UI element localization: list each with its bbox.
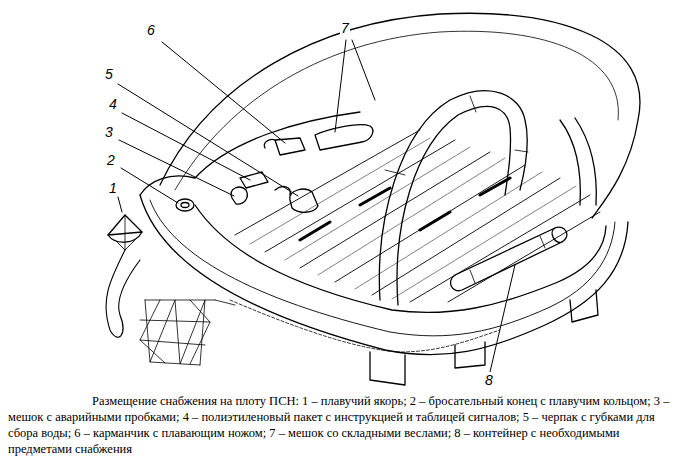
figure-caption: Размещение снабжения на плоту ПСН: 1 – п… xyxy=(8,393,682,457)
callout-number: 4 xyxy=(108,96,118,112)
callout-number: 3 xyxy=(104,124,114,140)
callout-number: 5 xyxy=(104,66,114,82)
callout-number: 8 xyxy=(484,372,494,388)
callout-number: 6 xyxy=(146,22,156,38)
callout-number: 1 xyxy=(108,180,118,196)
callout-number: 7 xyxy=(340,20,350,36)
callout-number: 2 xyxy=(106,152,116,168)
